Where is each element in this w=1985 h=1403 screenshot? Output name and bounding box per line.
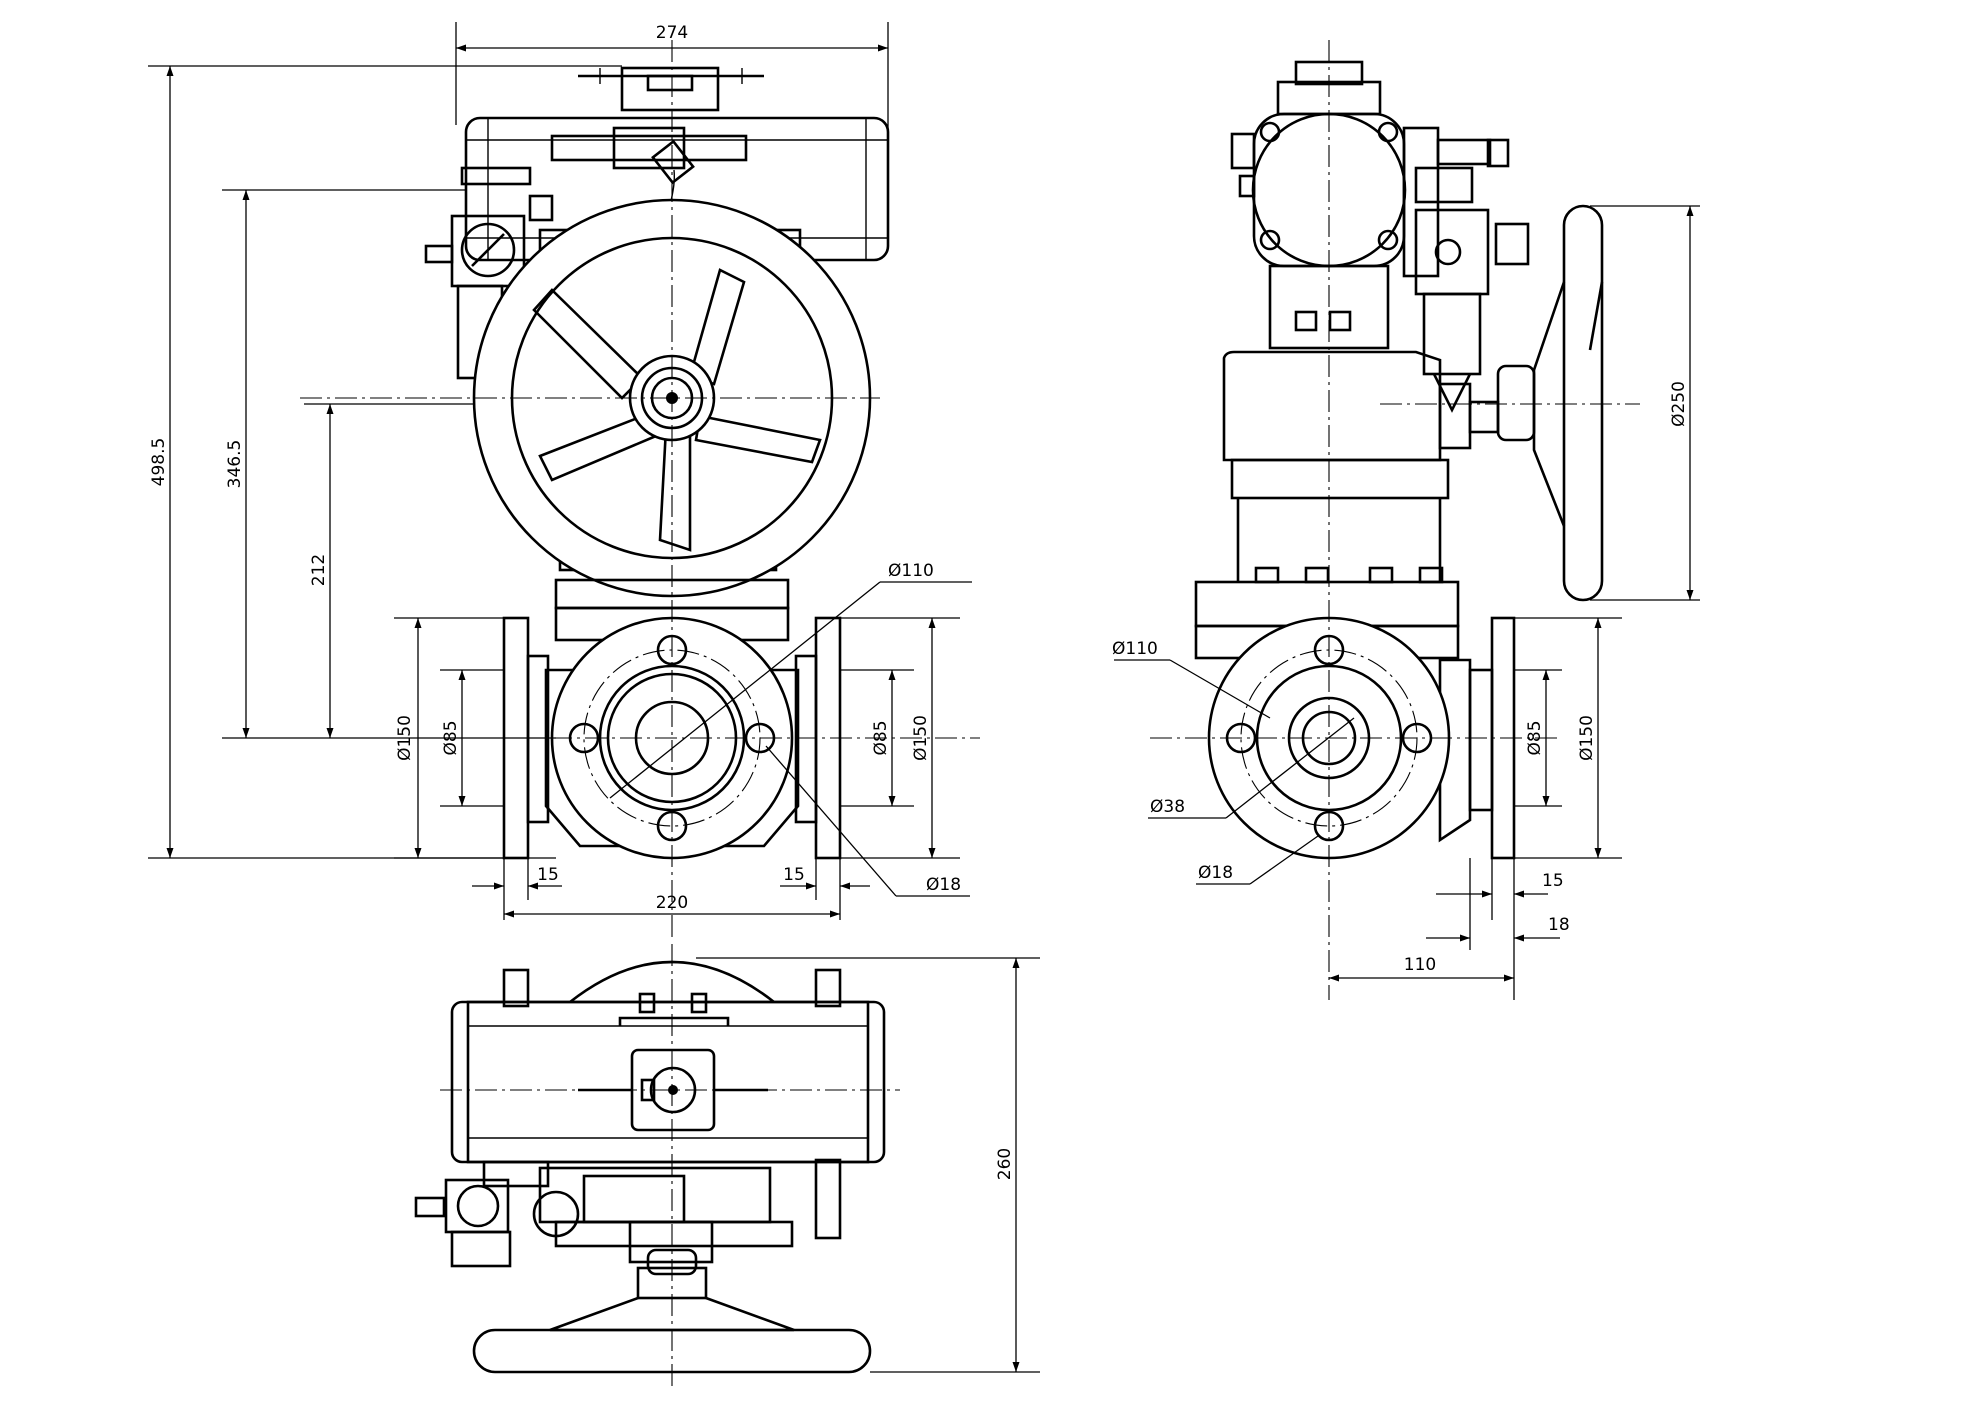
dim-side-flange-thickness: 15 xyxy=(1542,871,1564,891)
dim-side-bolt-hole: Ø18 xyxy=(1198,863,1233,883)
front-view-labels: 274 498.5 346.5 212 Ø150 Ø85 Ø85 Ø150 Ø1… xyxy=(149,23,961,913)
dim-bore-dia-right: Ø85 xyxy=(871,720,891,755)
dim-bolt-hole: Ø18 xyxy=(926,875,961,895)
side-view-labels: Ø250 Ø110 Ø38 Ø18 Ø85 Ø150 15 18 110 xyxy=(1112,381,1689,975)
dim-flange-thickness-right: 15 xyxy=(783,865,805,885)
side-view xyxy=(1150,40,1640,1000)
dim-side-bolt-circle: Ø110 xyxy=(1112,639,1158,659)
front-view-dimensions xyxy=(148,22,972,920)
dim-bore-dia-left: Ø85 xyxy=(441,720,461,755)
top-view xyxy=(414,944,900,1390)
dim-face-to-face: 220 xyxy=(656,893,688,913)
dim-overall-width: 274 xyxy=(656,23,688,43)
dim-handwheel-axis-height: 212 xyxy=(309,554,329,586)
top-view-dimensions: 260 xyxy=(696,957,1040,1373)
side-view-dimensions xyxy=(1114,205,1700,1000)
dim-total-height: 498.5 xyxy=(149,438,169,487)
dim-actuator-height: 346.5 xyxy=(225,440,245,489)
dim-overall-depth: 260 xyxy=(995,1148,1015,1180)
dim-side-bore-dia: Ø85 xyxy=(1525,720,1545,755)
dim-handwheel-dia: Ø250 xyxy=(1669,381,1689,427)
dim-raised-face: 18 xyxy=(1548,915,1570,935)
dim-flange-thickness-left: 15 xyxy=(537,865,559,885)
dim-side-flange-dia: Ø150 xyxy=(1577,715,1597,761)
dim-center-to-face: 110 xyxy=(1404,955,1436,975)
front-view xyxy=(300,40,980,942)
dim-bolt-circle: Ø110 xyxy=(888,561,934,581)
dim-port-dia: Ø38 xyxy=(1150,797,1185,817)
dim-flange-dia-left: Ø150 xyxy=(395,715,415,761)
dim-flange-dia-right: Ø150 xyxy=(911,715,931,761)
